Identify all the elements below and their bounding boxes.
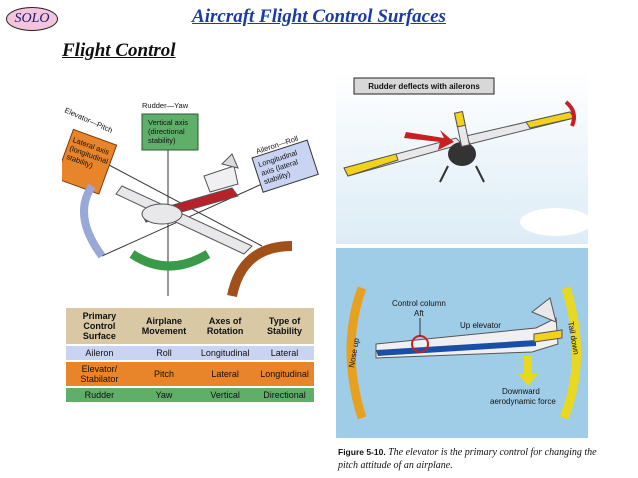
table-cell: Longitudinal — [195, 346, 256, 360]
table-cell: Elevator/ Stabilator — [66, 362, 133, 386]
header-airplane-movement: Airplane Movement — [132, 308, 196, 344]
banner-text: Rudder deflects with ailerons — [368, 82, 480, 91]
lateral-axis-box: Lateral axis (longitudinal stability) — [62, 128, 118, 195]
table-row: Rudder Yaw Vertical Directional — [66, 388, 314, 402]
rudder-yaw-label: Rudder—Yaw — [142, 101, 189, 110]
header-axes-of-rotation: Axes of Rotation — [195, 308, 256, 344]
roll-rotation-arrow — [227, 241, 293, 298]
table-cell: Vertical — [195, 388, 256, 402]
axes-diagram: Vertical axis (directional stability) Ru… — [62, 101, 319, 298]
solo-logo: SOLO — [6, 7, 58, 31]
cloud — [520, 208, 588, 236]
right-gear — [475, 165, 485, 183]
table-cell: Lateral — [255, 346, 314, 360]
table-row: Aileron Roll Longitudinal Lateral — [66, 346, 314, 360]
table-cell: Yaw — [132, 388, 196, 402]
control-column-label: Control column — [392, 299, 446, 308]
fuselage — [448, 142, 476, 166]
banner-box — [353, 77, 495, 95]
aerodynamic-force-label: aerodynamic force — [490, 397, 556, 406]
downward-arrow-shaft — [524, 356, 532, 374]
table-header-row: Primary Control Surface Airplane Movemen… — [66, 308, 314, 344]
downward-label: Downward — [502, 387, 540, 396]
tail-down-arrow — [559, 286, 581, 420]
vertical-axis-box — [141, 113, 199, 151]
table-cell: Roll — [132, 346, 196, 360]
figure-number: Figure 5-10. — [338, 447, 386, 457]
table-cell: Rudder — [66, 388, 133, 402]
table-cell: Lateral — [195, 362, 256, 386]
section-title: Flight Control — [62, 40, 176, 61]
table-cell: Aileron — [66, 346, 133, 360]
roll-arrow — [564, 100, 576, 127]
longitudinal-axis-box: Longitudinal axis (lateral stability) — [251, 139, 319, 193]
elevator-pitch-diagram: Nose up Tail down Control column Aft Up … — [336, 248, 588, 438]
figure-caption-text: The elevator is the primary control for … — [338, 447, 597, 471]
rudder — [453, 110, 466, 128]
control-surface-table: Primary Control Surface Airplane Movemen… — [66, 306, 314, 404]
elevator-pitch-label: Elevator—Pitch — [63, 106, 114, 135]
airplane-illustration — [115, 153, 253, 255]
table-row: Elevator/ Stabilator Pitch Lateral Longi… — [66, 362, 314, 386]
red-deflection-arrow — [404, 130, 454, 150]
left-gear — [439, 165, 449, 183]
aft-label: Aft — [414, 309, 425, 318]
figure-caption: Figure 5-10. The elevator is the primary… — [338, 446, 598, 472]
header-primary-control-surface: Primary Control Surface — [66, 308, 133, 344]
up-elevator-label: Up elevator — [460, 321, 501, 330]
plane-tail-fin — [531, 297, 557, 323]
elevator-surface — [533, 329, 563, 343]
slide-title: Aircraft Flight Control Surfaces — [192, 6, 446, 27]
table-cell: Directional — [255, 388, 314, 402]
table-cell: Pitch — [132, 362, 196, 386]
downward-arrow-head — [518, 374, 538, 386]
pitch-rotation-arrow — [80, 183, 106, 259]
header-type-of-stability: Type of Stability — [255, 308, 314, 344]
vertical-axis-text-1: (directional — [148, 127, 185, 136]
table-cell: Longitudinal — [255, 362, 314, 386]
vertical-axis-text-2: stability) — [148, 136, 176, 145]
yaw-rotation-arrow — [129, 250, 211, 271]
rudder-aileron-diagram: Rudder deflects with ailerons — [336, 72, 588, 244]
nose-up-arrow — [346, 286, 367, 420]
vertical-axis-text-0: Vertical axis — [148, 118, 188, 127]
logo-text: SOLO — [14, 11, 50, 26]
lateral-axis-line — [91, 155, 263, 247]
left-aileron — [343, 153, 399, 177]
